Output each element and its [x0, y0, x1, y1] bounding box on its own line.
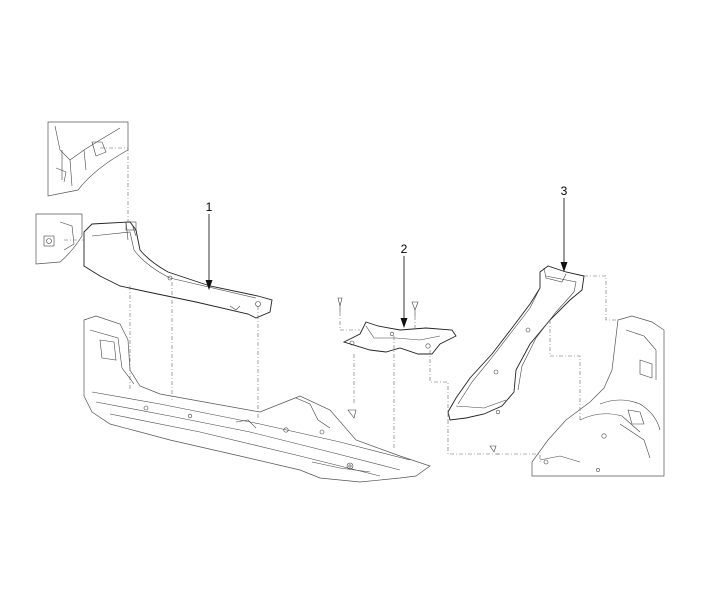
detail-view-lower-left — [35, 213, 83, 265]
part-3-rear-pillar-trim — [447, 265, 585, 453]
callout-label-2: 2 — [401, 242, 408, 256]
part-2-center-lower-trim — [337, 297, 457, 355]
callout-3: 3 — [560, 184, 568, 272]
alignment-leader-lines — [64, 147, 618, 462]
detail-view-upper-left — [47, 121, 129, 197]
callout-1: 1 — [205, 200, 213, 290]
callout-label-3: 3 — [561, 184, 568, 198]
callout-2: 2 — [400, 242, 408, 328]
part-1-front-scuff-trim — [83, 221, 273, 319]
callout-label-1: 1 — [206, 200, 213, 214]
body-side-sill — [83, 315, 431, 483]
rear-quarter-structure — [531, 315, 665, 477]
